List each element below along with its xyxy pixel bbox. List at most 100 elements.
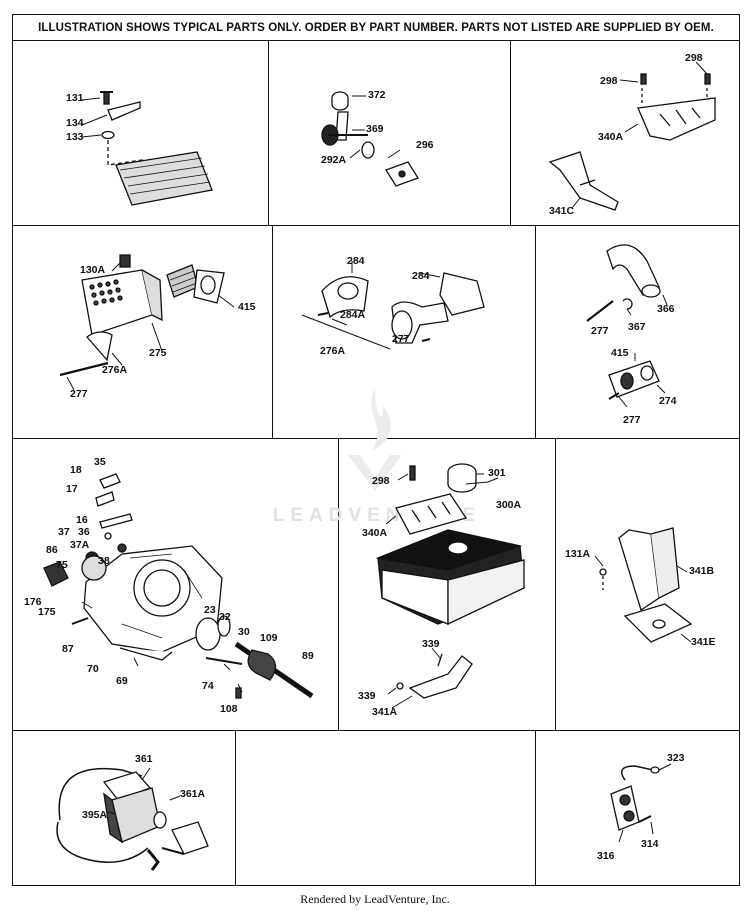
divider-r4-a bbox=[235, 730, 236, 886]
part-label-274: 274 bbox=[659, 395, 677, 407]
panel-bracket-plate: 298 298 340A 341C bbox=[510, 40, 740, 225]
part-label-74: 74 bbox=[202, 680, 214, 692]
part-label-275: 275 bbox=[149, 347, 167, 359]
part-label-37: 37 bbox=[58, 526, 70, 538]
panel-tank-bracket: 131A 341B 341E bbox=[555, 438, 740, 730]
part-label-276A: 276A bbox=[320, 345, 346, 357]
switch-drawing bbox=[610, 763, 672, 843]
part-label-37A: 37A bbox=[70, 539, 90, 551]
part-label-86: 86 bbox=[46, 544, 58, 556]
part-label-130A: 130A bbox=[80, 264, 106, 276]
divider-row4-top bbox=[12, 730, 740, 731]
panel-starter: 361 395A 361A bbox=[12, 730, 235, 886]
part-label-23: 23 bbox=[204, 604, 216, 616]
part-label-415: 415 bbox=[238, 301, 256, 313]
divider-row2-top bbox=[12, 225, 740, 226]
part-label-361: 361 bbox=[135, 753, 153, 765]
panel-muffler: 130A 415 275 276A 277 bbox=[12, 225, 272, 438]
panel-switch: 323 316 314 bbox=[535, 730, 740, 886]
panel-exhaust-elbow: 284 284 284A 277 276A bbox=[272, 225, 535, 438]
divider-r1-b bbox=[510, 40, 511, 225]
part-label-339-a: 339 bbox=[422, 638, 440, 650]
part-label-17: 17 bbox=[66, 483, 78, 495]
render-credit-footer: Rendered by LeadVenture, Inc. bbox=[300, 892, 450, 906]
crankcase-drawing bbox=[43, 473, 314, 699]
part-label-340A: 340A bbox=[362, 527, 388, 539]
panel-linkage: 372 369 292A 296 bbox=[268, 40, 510, 225]
part-label-323: 323 bbox=[667, 752, 685, 764]
part-label-292A: 292A bbox=[321, 154, 347, 166]
part-label-87: 87 bbox=[62, 643, 74, 655]
bracket-plate-drawing bbox=[548, 61, 716, 211]
divider-r1-a bbox=[268, 40, 269, 225]
part-label-32: 32 bbox=[219, 611, 231, 623]
part-label-367: 367 bbox=[628, 321, 646, 333]
part-label-316: 316 bbox=[597, 850, 615, 862]
part-label-276A: 276A bbox=[102, 364, 128, 376]
panel-fuel-tank: 298 301 300A 340A 339 339 341A bbox=[338, 438, 555, 730]
fuel-tank-drawing bbox=[375, 463, 525, 709]
part-label-301: 301 bbox=[488, 467, 506, 479]
part-label-339-b: 339 bbox=[358, 690, 376, 702]
part-label-131: 131 bbox=[66, 92, 84, 104]
part-label-340A: 340A bbox=[598, 131, 624, 143]
part-label-341B: 341B bbox=[689, 565, 715, 577]
part-label-277: 277 bbox=[392, 333, 410, 345]
part-label-372: 372 bbox=[368, 89, 386, 101]
linkage-drawing bbox=[321, 91, 419, 187]
part-label-69: 69 bbox=[116, 675, 128, 687]
diagram-header: ILLUSTRATION SHOWS TYPICAL PARTS ONLY. O… bbox=[38, 22, 714, 34]
part-label-341C: 341C bbox=[549, 205, 575, 217]
starter-drawing bbox=[56, 767, 209, 871]
exhaust-elbow-drawing bbox=[301, 261, 485, 350]
part-label-366: 366 bbox=[657, 303, 675, 315]
part-label-296: 296 bbox=[416, 139, 434, 151]
panel-bolt-bracket: 131 134 133 bbox=[12, 40, 268, 225]
part-label-38: 38 bbox=[98, 555, 110, 567]
part-label-35: 35 bbox=[94, 456, 106, 468]
divider-r2-a bbox=[272, 225, 273, 438]
divider-row3-top bbox=[12, 438, 740, 439]
diagram-frame: ILLUSTRATION SHOWS TYPICAL PARTS ONLY. O… bbox=[12, 14, 740, 886]
muffler-drawing bbox=[59, 254, 235, 391]
part-label-361A: 361A bbox=[180, 788, 206, 800]
part-label-284A: 284A bbox=[340, 309, 366, 321]
part-label-109: 109 bbox=[260, 632, 278, 644]
divider-r3-a bbox=[338, 438, 339, 730]
part-label-284-a: 284 bbox=[347, 255, 365, 267]
part-label-75: 75 bbox=[56, 559, 68, 571]
divider-r2-b bbox=[535, 225, 536, 438]
part-label-314: 314 bbox=[641, 838, 659, 850]
part-label-298-a: 298 bbox=[600, 75, 618, 87]
part-label-284-b: 284 bbox=[412, 270, 430, 282]
part-label-18: 18 bbox=[70, 464, 82, 476]
part-label-395A: 395A bbox=[82, 809, 108, 821]
panel-empty bbox=[235, 730, 535, 886]
exhaust-pipe-drawing bbox=[586, 244, 668, 408]
tank-bracket-drawing bbox=[594, 527, 693, 643]
part-label-131A: 131A bbox=[565, 548, 591, 560]
part-label-89: 89 bbox=[302, 650, 314, 662]
part-label-277-a: 277 bbox=[591, 325, 609, 337]
part-label-176: 176 bbox=[24, 596, 42, 608]
part-label-298: 298 bbox=[372, 475, 390, 487]
part-label-133: 133 bbox=[66, 131, 84, 143]
part-label-16: 16 bbox=[76, 514, 88, 526]
part-label-134: 134 bbox=[66, 117, 84, 129]
part-label-415: 415 bbox=[611, 347, 629, 359]
part-label-70: 70 bbox=[87, 663, 99, 675]
part-label-277: 277 bbox=[70, 388, 88, 400]
part-label-277-b: 277 bbox=[623, 414, 641, 426]
part-label-298-b: 298 bbox=[685, 52, 703, 64]
part-label-108: 108 bbox=[220, 703, 238, 715]
divider-row1-top bbox=[12, 40, 740, 41]
panel-crankcase: 35 18 17 16 37 36 37A 38 86 75 176 175 2… bbox=[12, 438, 338, 730]
part-label-300A: 300A bbox=[496, 499, 522, 511]
part-label-369: 369 bbox=[366, 123, 384, 135]
bolt-bracket-drawing bbox=[81, 91, 213, 206]
divider-r3-b bbox=[555, 438, 556, 730]
part-label-30: 30 bbox=[238, 626, 250, 638]
divider-r4-b bbox=[535, 730, 536, 886]
leadventure-flame-watermark bbox=[348, 389, 402, 491]
part-label-341A: 341A bbox=[372, 706, 398, 718]
